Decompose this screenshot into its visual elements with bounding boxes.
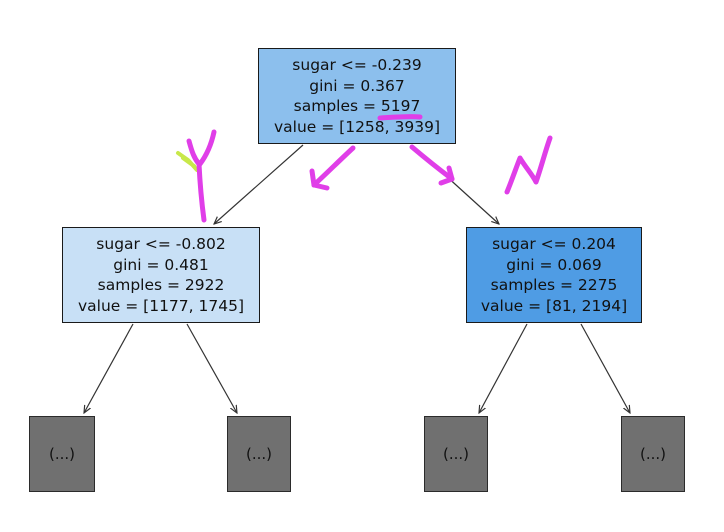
collapsed-leaf-node-2[interactable]: (...): [227, 416, 291, 492]
root-split-condition: sugar <= -0.239: [292, 56, 422, 74]
collapsed-leaf-node-3[interactable]: (...): [424, 416, 488, 492]
collapsed-leaf-node-4[interactable]: (...): [621, 416, 685, 492]
root-samples: samples = 5197: [293, 97, 421, 115]
right-value: value = [81, 2194]: [480, 296, 628, 315]
left-child-node[interactable]: sugar <= -0.802 gini = 0.481 samples = 2…: [62, 227, 260, 323]
left-samples: samples = 2922: [97, 276, 225, 294]
left-value: value = [1177, 1745]: [77, 296, 245, 315]
edge-root-to-left: [214, 144, 304, 224]
left-gini: gini = 0.481: [113, 255, 209, 274]
right-split-condition: sugar <= 0.204: [492, 235, 616, 253]
left-split-condition: sugar <= -0.802: [96, 235, 226, 253]
edge-left-to-leaf-1: [84, 323, 134, 413]
edge-root-to-right: [411, 144, 499, 224]
root-gini: gini = 0.367: [309, 76, 405, 95]
root-node[interactable]: sugar <= -0.239 gini = 0.367 samples = 5…: [258, 48, 456, 144]
edge-left-to-leaf-2: [186, 323, 237, 413]
right-child-node[interactable]: sugar <= 0.204 gini = 0.069 samples = 22…: [466, 227, 642, 323]
right-samples: samples = 2275: [490, 276, 618, 294]
root-value: value = [1258, 3939]: [273, 117, 441, 136]
edge-right-to-leaf-3: [479, 323, 528, 413]
right-gini: gini = 0.069: [506, 255, 602, 274]
edge-right-to-leaf-4: [580, 323, 630, 413]
collapsed-leaf-node-1[interactable]: (...): [29, 416, 95, 492]
